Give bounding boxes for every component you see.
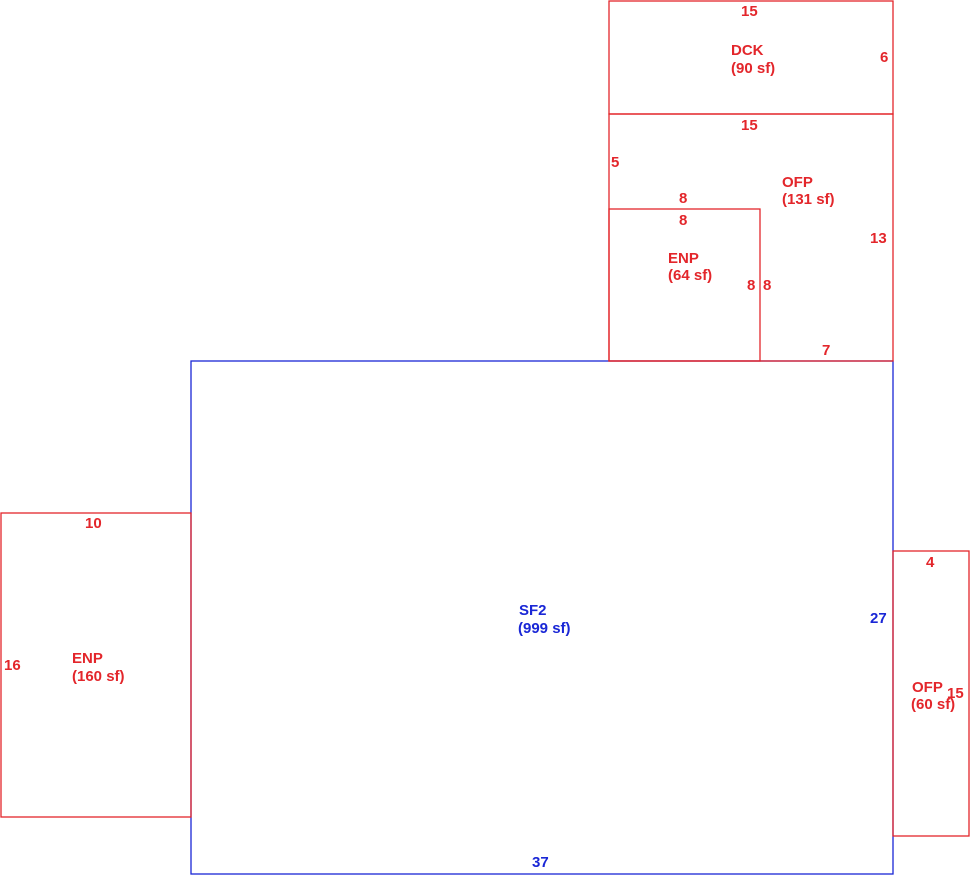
ofp-top-label: OFP xyxy=(782,174,813,191)
enp-right-inner-dimension: 8 xyxy=(747,277,755,294)
dck-top-dimension: 15 xyxy=(741,3,758,20)
sf2-right-dimension: 27 xyxy=(870,610,887,627)
dck-label: DCK xyxy=(731,42,764,59)
ofp-left-dimension: 5 xyxy=(611,154,619,171)
enp-top-dimension: 8 xyxy=(679,212,687,229)
sf2-label: SF2 xyxy=(519,602,547,619)
ofp-top-dimension: 15 xyxy=(741,117,758,134)
ofp-top-area: (131 sf) xyxy=(782,191,835,208)
enp-right-outer-dimension: 8 xyxy=(763,277,771,294)
enp-top-outline xyxy=(608,208,761,362)
enp-left-outline xyxy=(0,512,192,818)
enp-top-label: ENP xyxy=(668,250,699,267)
ofp-right-outline xyxy=(892,550,970,837)
enp-left-top-dimension: 10 xyxy=(85,515,102,532)
ofp-right-side-dimension: 13 xyxy=(870,230,887,247)
enp-top-area: (64 sf) xyxy=(668,267,712,284)
sf2-bottom-dimension: 37 xyxy=(532,854,549,871)
ofp-right-top-dimension: 4 xyxy=(926,554,935,571)
ofp-right-area: (60 sf) xyxy=(911,696,955,713)
enp-left-label: ENP xyxy=(72,650,103,667)
sf2-area: (999 sf) xyxy=(518,620,571,637)
ofp-top-outline xyxy=(608,113,894,362)
dck-area: (90 sf) xyxy=(731,60,775,77)
dck-right-dimension: 6 xyxy=(880,49,888,66)
ofp-inner-top-dimension: 8 xyxy=(679,190,687,207)
ofp-bottom-dimension: 7 xyxy=(822,342,830,359)
enp-left-side-dimension: 16 xyxy=(4,657,21,674)
ofp-right-side-dimension: 15 xyxy=(947,685,964,702)
ofp-right-label: OFP xyxy=(912,679,943,696)
enp-left-area: (160 sf) xyxy=(72,668,125,685)
